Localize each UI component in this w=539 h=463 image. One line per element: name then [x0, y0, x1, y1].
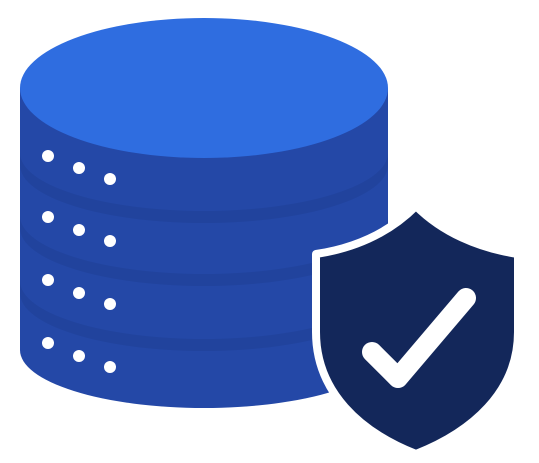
- indicator-dot: [104, 298, 116, 310]
- indicator-dot: [104, 235, 116, 247]
- checkmark-icon: [362, 288, 476, 388]
- database-segment-line-1: [20, 153, 388, 223]
- indicator-dot: [73, 350, 85, 362]
- database-icon: [20, 18, 388, 408]
- indicator-dot: [42, 211, 54, 223]
- database-top: [20, 18, 388, 158]
- indicator-dot: [73, 224, 85, 236]
- indicator-dot: [104, 173, 116, 185]
- indicator-dot: [42, 337, 54, 349]
- shield-icon: [312, 202, 522, 458]
- database-body: [20, 88, 388, 408]
- database-segment-line-2: [20, 216, 388, 286]
- indicator-dot: [73, 287, 85, 299]
- database-indicators: [42, 150, 116, 373]
- indicator-dot: [42, 274, 54, 286]
- shield-body: [312, 202, 522, 458]
- indicator-dot: [104, 361, 116, 373]
- indicator-dot: [42, 150, 54, 162]
- database-segment-line-3: [20, 281, 388, 351]
- indicator-dot: [73, 162, 85, 174]
